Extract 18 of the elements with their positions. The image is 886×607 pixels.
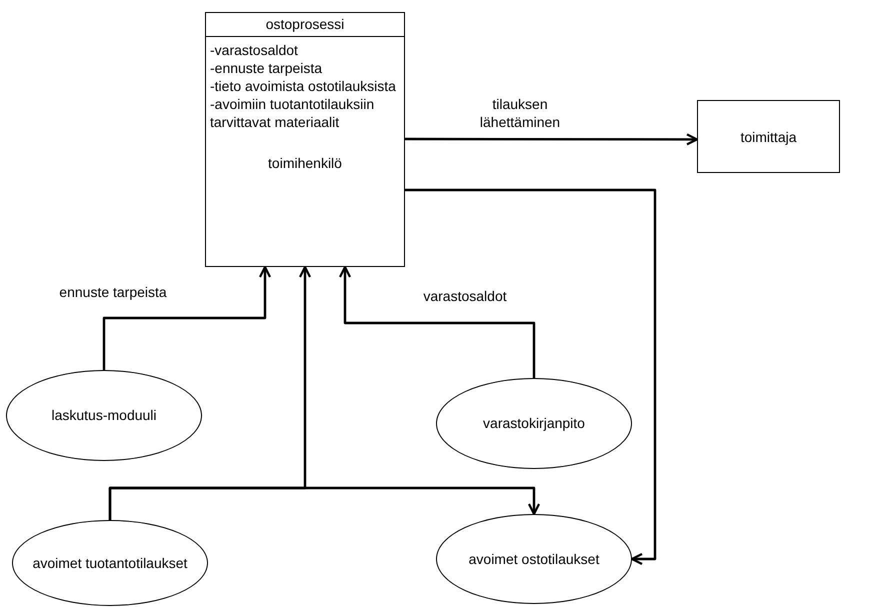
arrow [405,133,698,146]
arrow [108,486,540,520]
arrow [405,188,656,566]
list-item: -avoimiin tuotantotilauksiin tarvittavat materiaalit [209,95,376,131]
node-label: toimittaja [739,128,798,144]
box-title: ostoprosessi [206,13,404,37]
node-label: laskutus-moduuli [50,407,158,424]
node-label: avoimet ostotilaukset [468,550,600,568]
process-box [205,12,405,267]
list-item: -ennuste tarpeista [209,59,324,77]
node-label: avoimet tuotantotilaukset [32,554,188,572]
list-item: -varastosaldot [209,41,299,59]
arrow [102,266,272,370]
node-label: varastokirjanpito [482,415,586,432]
list-item: -tieto avoimista ostotilauksista [209,77,397,95]
role-label: toimihenkilö [267,155,343,171]
arrow [338,266,536,378]
process-box [697,100,840,173]
